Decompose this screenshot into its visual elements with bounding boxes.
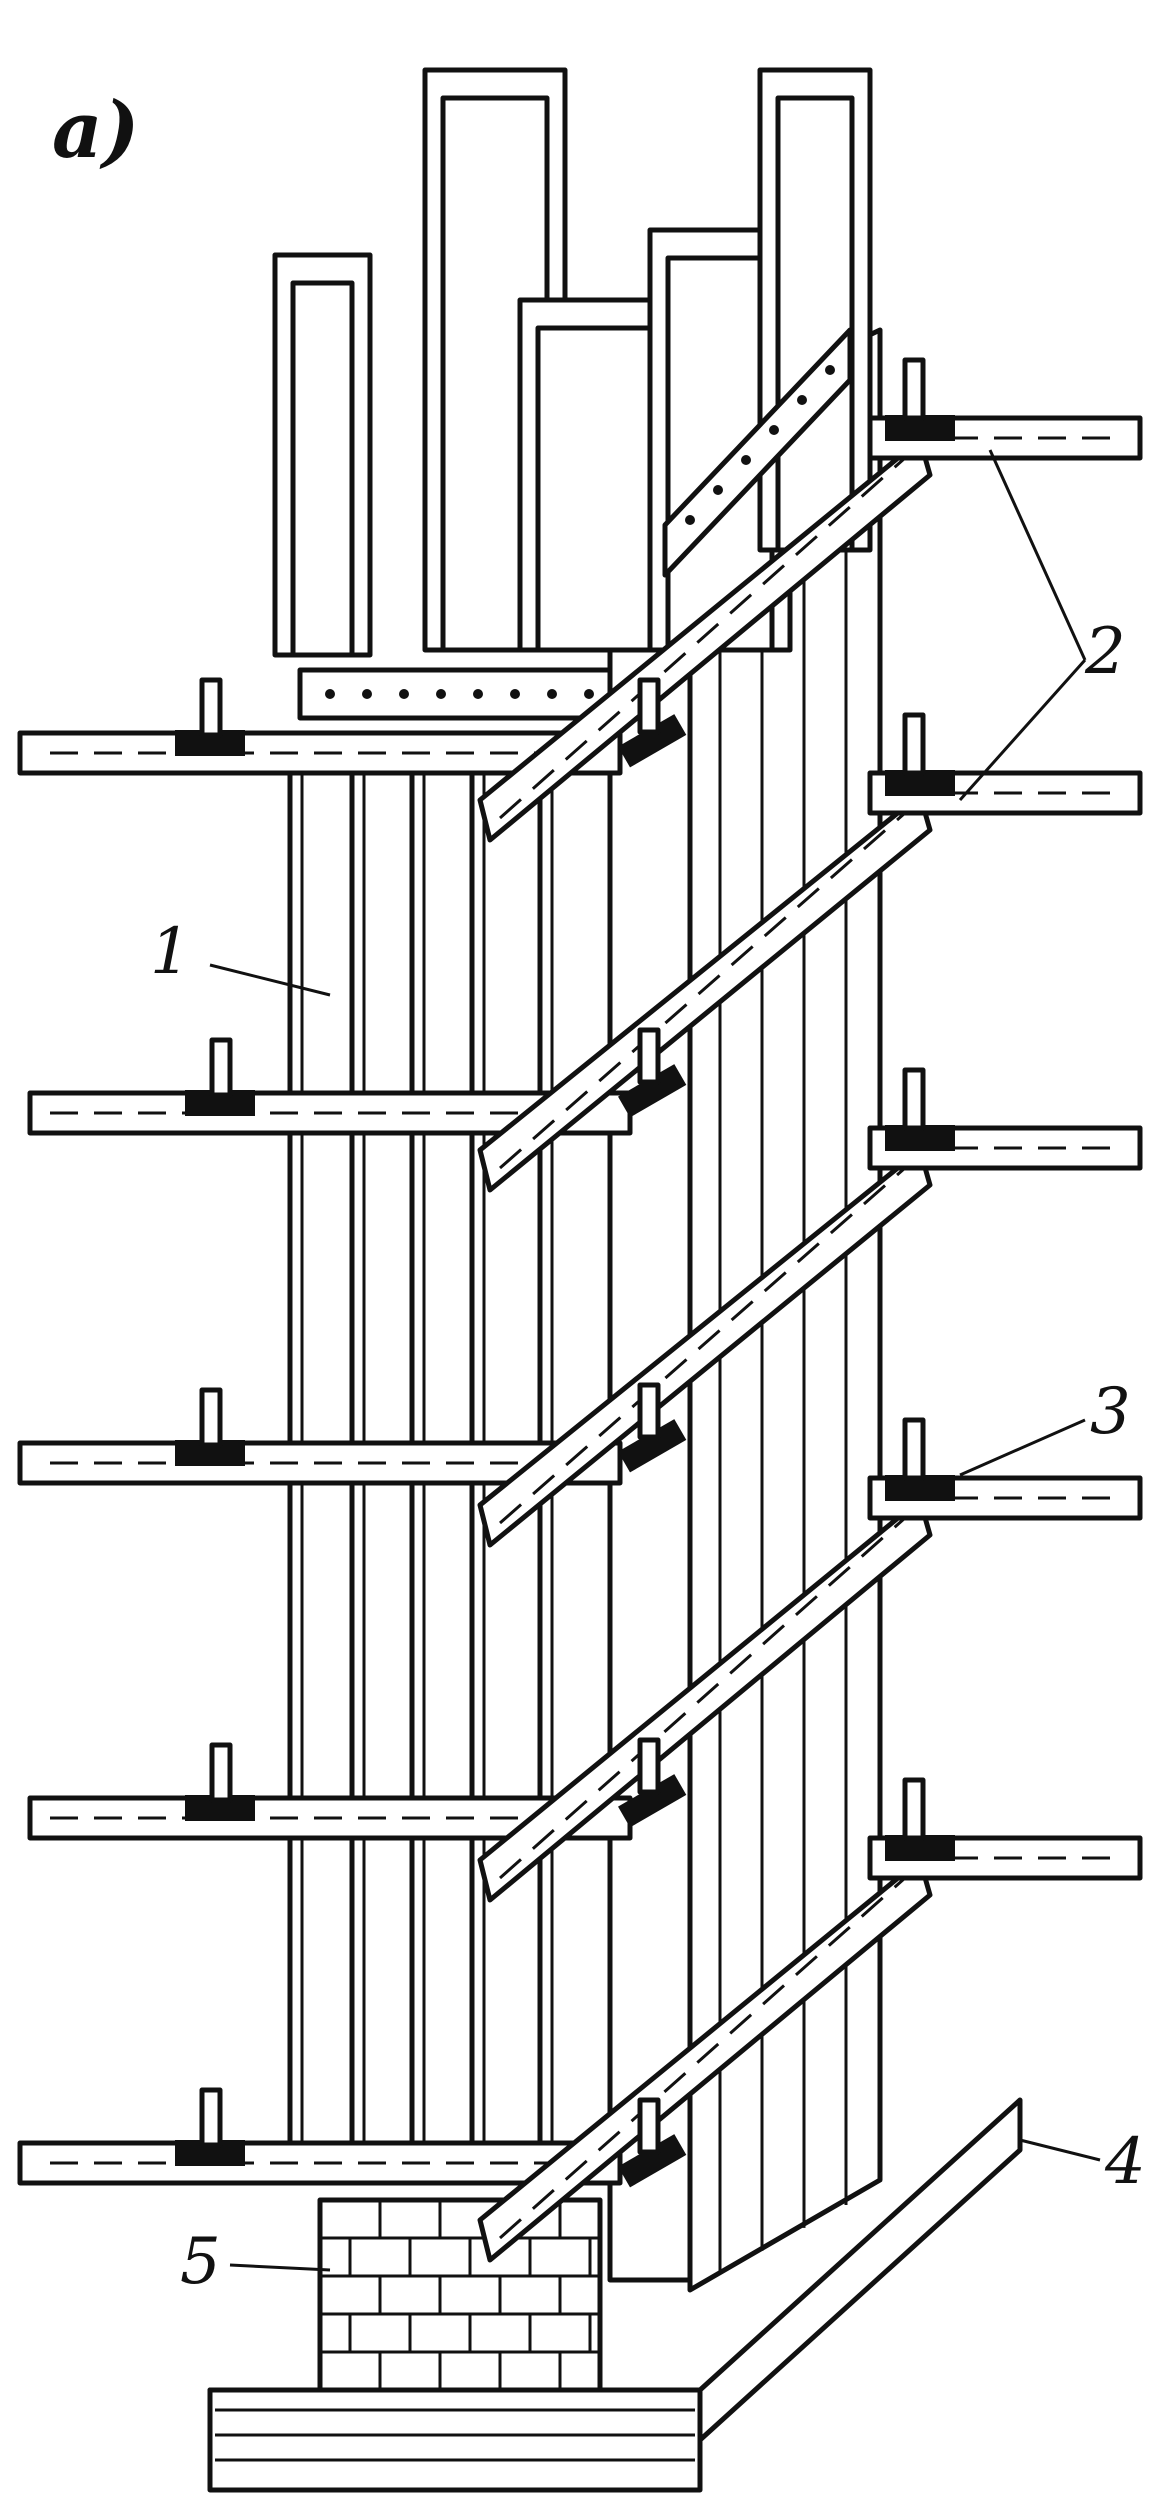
- leader-line-3: [959, 1418, 1086, 1477]
- wedge-pad: [618, 1064, 687, 1118]
- brick-plinth: [317, 2197, 603, 2393]
- yoke-slot-line: [499, 456, 906, 820]
- clamp-bolt: [199, 2087, 223, 2148]
- clamp-bolt: [637, 677, 661, 735]
- bolt-hole: [584, 689, 594, 699]
- bolt-hole: [685, 515, 695, 525]
- bolt-hole: [547, 689, 557, 699]
- yoke-slot-line: [499, 811, 906, 1170]
- diagonal-yoke-beam: [477, 1497, 933, 1903]
- clamp-bolt: [902, 1417, 926, 1481]
- diagonal-yoke-beam: [477, 792, 933, 1193]
- leader-line-2b: [958, 659, 1087, 801]
- leader-line-5: [229, 2263, 331, 2272]
- bolt-hole: [325, 689, 335, 699]
- callout-3-label: 3: [1090, 1375, 1131, 1449]
- bolt-hole: [362, 689, 372, 699]
- diagonal-yoke-beam: [477, 1857, 933, 2263]
- leader-line-2a: [988, 449, 1087, 661]
- clamp-bolt: [902, 357, 926, 421]
- clamp-bolt: [902, 1777, 926, 1841]
- panel-label: a): [52, 85, 140, 176]
- bolt-hole: [399, 689, 409, 699]
- wedge-pad: [618, 1419, 687, 1473]
- clamp-layer: [17, 357, 1143, 2263]
- yoke-slot-line: [499, 1166, 906, 1525]
- clamp-bolt: [209, 1037, 233, 1098]
- formwork-back-layer: [687, 327, 883, 2293]
- yoke-slot-line: [499, 1876, 906, 2240]
- channel-inner-flange: [775, 95, 855, 553]
- diagonal-yoke-beam: [477, 437, 933, 843]
- bolt-hole: [769, 425, 779, 435]
- callout-2-label: 2: [1085, 615, 1126, 689]
- base-frame-front: [207, 2387, 703, 2493]
- callout-5-label: 5: [180, 2225, 221, 2299]
- clamp-bolt: [637, 1382, 661, 1440]
- callout-4-label: 4: [1105, 2125, 1146, 2199]
- wedge-pad: [618, 2134, 687, 2188]
- wedge-pad: [618, 714, 687, 768]
- bolt-hole: [825, 365, 835, 375]
- bolt-hole: [741, 455, 751, 465]
- clamp-bolt: [637, 1737, 661, 1795]
- bolt-hole: [510, 689, 520, 699]
- top-cap-plate: [297, 667, 613, 721]
- leader-line-1: [209, 963, 331, 997]
- leader-line-4: [1019, 2138, 1101, 2162]
- channel-inner-flange: [290, 280, 355, 658]
- diagonal-yoke-beam: [477, 1147, 933, 1548]
- clamp-bolt: [902, 1067, 926, 1131]
- callout-1-label: 1: [150, 915, 191, 989]
- bolt-hole: [436, 689, 446, 699]
- leader-lines: [209, 449, 1101, 2272]
- clamp-bolt: [209, 1742, 233, 1803]
- clamp-bolt: [637, 1027, 661, 1085]
- yoke-slot-line: [499, 1516, 906, 1880]
- bolt-hole: [713, 485, 723, 495]
- clamp-bolt: [199, 1387, 223, 1448]
- bolt-hole: [473, 689, 483, 699]
- bolt-hole: [797, 395, 807, 405]
- clamp-bolt: [902, 712, 926, 776]
- top-diagonal-plate: [662, 327, 853, 578]
- clamp-bolt: [199, 677, 223, 738]
- wedge-pad: [618, 1774, 687, 1828]
- clamp-bolt: [637, 2097, 661, 2155]
